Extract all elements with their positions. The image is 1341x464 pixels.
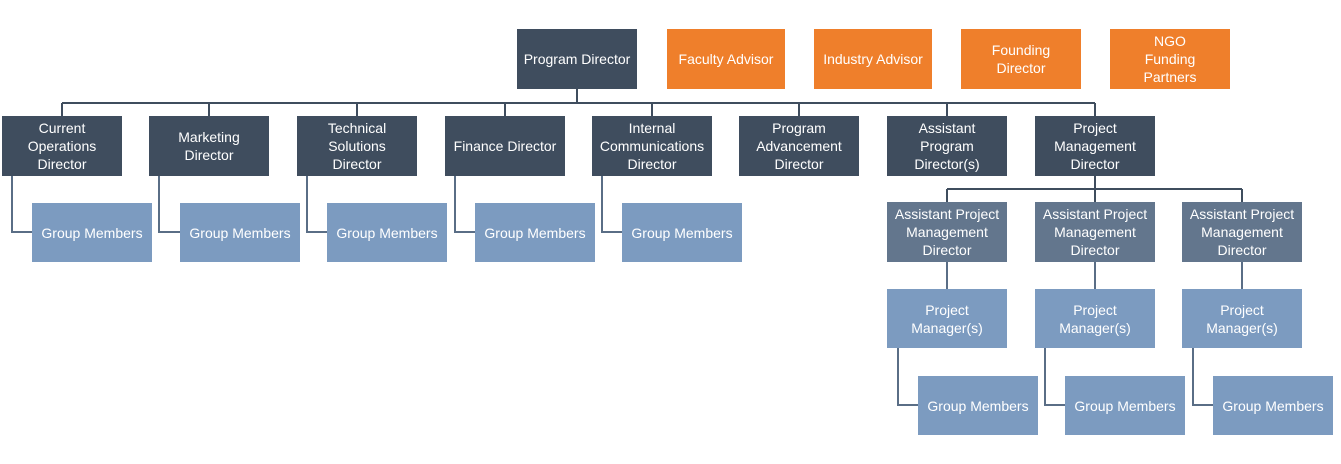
group-members-label: Group Members	[927, 397, 1029, 414]
connector-pm-group-3	[1192, 348, 1213, 406]
group-members-label: Group Members	[631, 224, 733, 241]
director-label: Current Operations Director	[27, 120, 97, 172]
group-members-box: Group Members	[1065, 376, 1185, 435]
group-members-box: Group Members	[32, 203, 152, 262]
group-members-box: Group Members	[327, 203, 447, 262]
industry-advisor-label: Industry Advisor	[823, 51, 923, 67]
connector-group-3	[306, 176, 327, 233]
ngo-funding-partners-label: NGO Funding Partners	[1143, 33, 1197, 85]
director-label: Technical Solutions Director	[327, 120, 387, 172]
group-members-box: Group Members	[180, 203, 300, 262]
director-label: Marketing Director	[178, 129, 240, 163]
director-label: Finance Director	[453, 138, 557, 154]
group-members-label: Group Members	[1074, 397, 1176, 414]
founding-director-label: Founding Director	[991, 42, 1051, 76]
connector-group-4	[454, 176, 475, 233]
assistant-pm-director-label: Assistant Project Management Director	[1042, 206, 1148, 258]
project-manager-box: Project Manager(s)	[1035, 289, 1155, 348]
assistant-pm-director-box: Assistant Project Management Director	[887, 202, 1007, 262]
connector-group-2	[158, 176, 180, 233]
assistant-pm-director-box: Assistant Project Management Director	[1035, 202, 1155, 262]
project-manager-label: Project Manager(s)	[1059, 301, 1131, 336]
connector-pm-group-1	[897, 348, 918, 406]
director-box-internal-communications: Internal Communications Director	[592, 116, 712, 176]
group-members-box: Group Members	[622, 203, 742, 262]
group-members-label: Group Members	[189, 224, 291, 241]
industry-advisor-box: Industry Advisor	[814, 29, 932, 89]
ngo-funding-partners-box: NGO Funding Partners	[1110, 29, 1230, 89]
faculty-advisor-box: Faculty Advisor	[667, 29, 785, 89]
director-label: Assistant Program Director(s)	[914, 120, 980, 172]
director-label: Internal Communications Director	[599, 120, 705, 172]
faculty-advisor-label: Faculty Advisor	[678, 51, 774, 67]
director-label: Program Advancement Director	[756, 120, 842, 172]
director-box-project-management: Project Management Director	[1035, 116, 1155, 176]
group-members-label: Group Members	[1222, 397, 1324, 414]
director-box-marketing: Marketing Director	[149, 116, 269, 176]
project-manager-box: Project Manager(s)	[1182, 289, 1302, 348]
project-manager-box: Project Manager(s)	[887, 289, 1007, 348]
group-members-box: Group Members	[475, 203, 595, 262]
connector-pm-group-2	[1044, 348, 1065, 406]
project-manager-label: Project Manager(s)	[1206, 301, 1278, 336]
director-box-finance: Finance Director	[445, 116, 565, 176]
connector-group-5	[601, 176, 622, 233]
group-members-box: Group Members	[918, 376, 1038, 435]
project-manager-label: Project Manager(s)	[911, 301, 983, 336]
assistant-pm-director-box: Assistant Project Management Director	[1182, 202, 1302, 262]
assistant-pm-director-label: Assistant Project Management Director	[1189, 206, 1295, 258]
director-box-technical-solutions: Technical Solutions Director	[297, 116, 417, 176]
director-box-program-advancement: Program Advancement Director	[739, 116, 859, 176]
group-members-label: Group Members	[41, 224, 143, 241]
founding-director-box: Founding Director	[961, 29, 1081, 89]
director-box-assistant-program: Assistant Program Director(s)	[887, 116, 1007, 176]
connector-group-1	[11, 176, 32, 233]
group-members-box: Group Members	[1213, 376, 1333, 435]
assistant-pm-director-label: Assistant Project Management Director	[894, 206, 1000, 258]
program-director-box: Program Director	[517, 29, 637, 89]
director-label: Project Management Director	[1054, 120, 1136, 172]
director-box-current-operations: Current Operations Director	[2, 116, 122, 176]
group-members-label: Group Members	[336, 224, 438, 241]
program-director-label: Program Director	[523, 51, 631, 67]
group-members-label: Group Members	[484, 224, 586, 241]
